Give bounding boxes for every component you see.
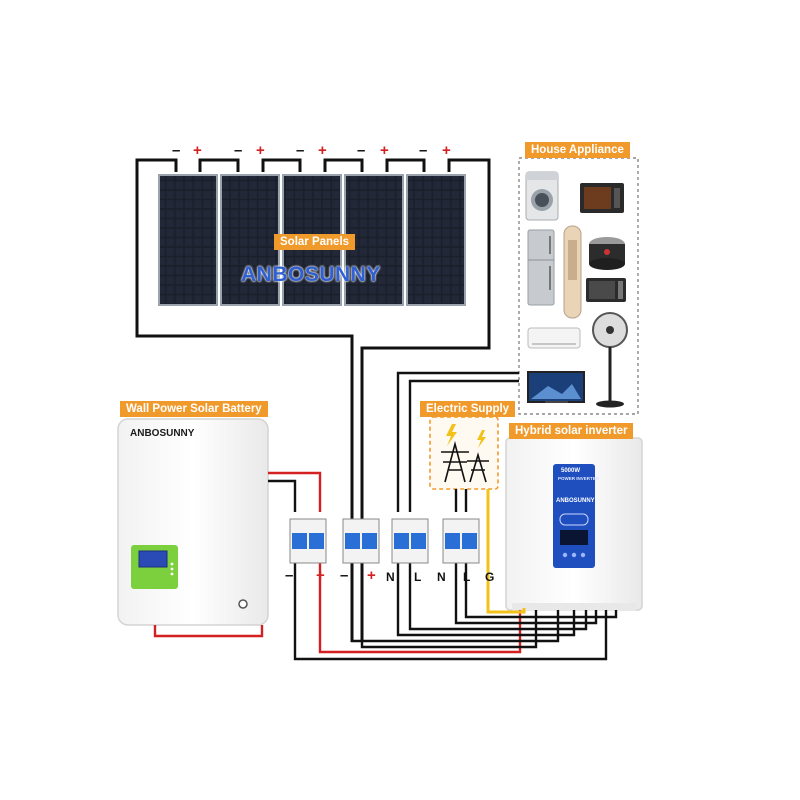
breaker-grid (442, 518, 480, 564)
lightning-icon (446, 424, 486, 448)
breaker-pv (342, 518, 380, 564)
inverter-model-label: 5000W (561, 468, 581, 474)
house-appliance-label: House Appliance (525, 142, 630, 158)
panel-brand-logo: ANBOSUNNY (241, 263, 381, 286)
breaker-battery (289, 518, 327, 564)
breaker-group (289, 518, 480, 564)
panel-terminal-label: + (318, 142, 327, 159)
microwave-icon (586, 278, 626, 302)
rice-cooker-icon (589, 237, 625, 270)
panel-terminal-label: + (193, 142, 202, 159)
breaker-terminal-label: G (485, 570, 495, 584)
panel-terminal-label: – (234, 142, 243, 159)
battery-brand-logo: ANBOSUNNY (130, 428, 195, 439)
system-wiring (153, 371, 618, 661)
breaker-terminal-label: L (414, 570, 422, 584)
breaker-terminal-label: – (340, 567, 349, 584)
breaker-terminal-label: + (367, 567, 376, 584)
panel-terminal-label: + (380, 142, 389, 159)
breaker-terminal-label: + (316, 567, 325, 584)
washing-machine-icon (525, 171, 559, 221)
breaker-terminal-label: – (285, 567, 294, 584)
wall-battery (117, 418, 269, 626)
house-appliance-panel (518, 157, 639, 415)
solar-panel (158, 174, 218, 306)
breaker-terminal-label: N (386, 570, 395, 584)
breaker-terminal-label: L (463, 570, 471, 584)
air-conditioner-tower-icon (563, 225, 582, 319)
breaker-terminal-label: N (437, 570, 446, 584)
panel-terminal-label: – (357, 142, 366, 159)
electric-supply-label: Electric Supply (420, 401, 516, 417)
hybrid-inverter-label: Hybrid solar inverter (509, 423, 634, 439)
refrigerator-icon (527, 229, 555, 306)
solar-panel (406, 174, 466, 306)
breaker-load (391, 518, 429, 564)
electric-supply (429, 416, 499, 490)
panel-terminal-label: – (419, 142, 428, 159)
hybrid-inverter (505, 437, 643, 611)
panel-terminal-label: + (442, 142, 451, 159)
panel-terminal-label: + (256, 142, 265, 159)
panel-terminal-label: – (296, 142, 305, 159)
split-air-conditioner-icon (527, 327, 581, 349)
solar-panels-label: Solar Panels (274, 234, 356, 250)
panel-wiring (135, 158, 491, 642)
panel-terminal-label: – (172, 142, 181, 159)
television-icon (527, 371, 585, 403)
wall-battery-label: Wall Power Solar Battery (120, 401, 268, 417)
solar-panel-array (158, 174, 466, 306)
transmission-tower-icon (441, 440, 489, 483)
inverter-sub-label: POWER INVERTER (558, 476, 600, 481)
inverter-brand-logo: ANBOSUNNY (556, 498, 595, 504)
oven-icon (580, 183, 624, 213)
fan-icon (592, 312, 628, 408)
